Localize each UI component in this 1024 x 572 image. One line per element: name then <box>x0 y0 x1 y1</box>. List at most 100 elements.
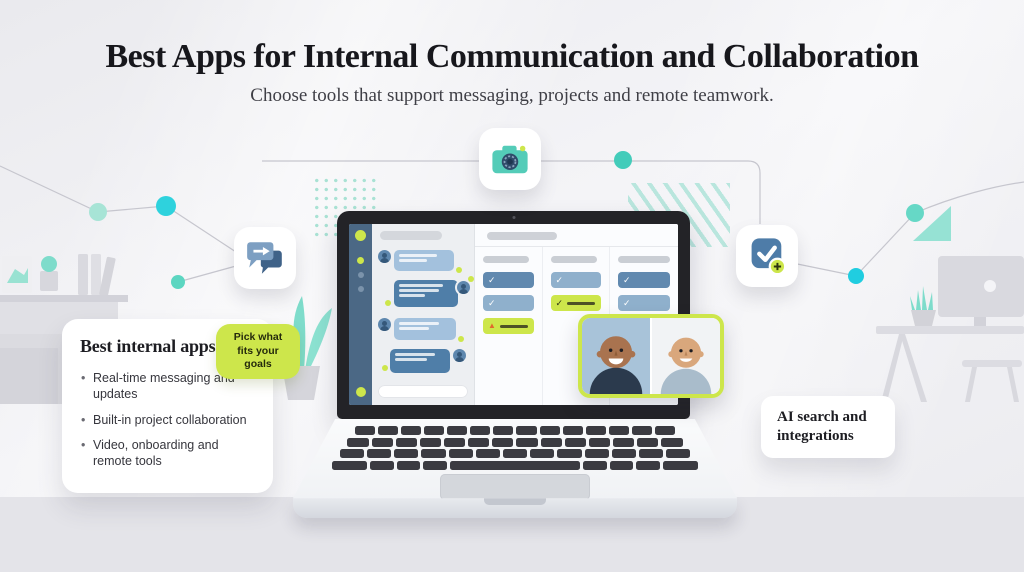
keyboard <box>293 419 737 470</box>
key <box>419 437 442 447</box>
key <box>395 437 417 447</box>
key <box>370 460 394 470</box>
avatar-person-1 <box>589 336 643 394</box>
task-text-placeholder <box>567 301 596 305</box>
status-dot <box>456 267 462 273</box>
key <box>585 426 606 435</box>
avatar-person-2 <box>660 337 712 394</box>
key <box>468 437 490 447</box>
avatar <box>378 250 391 263</box>
chat-header-placeholder <box>380 231 442 240</box>
message-bubble <box>394 280 458 307</box>
sidebar-item-dot <box>357 286 364 292</box>
key <box>530 449 555 458</box>
task-bar: ✓ <box>618 272 670 288</box>
sidebar-item-dot <box>357 272 364 278</box>
key <box>608 426 629 435</box>
camera-icon <box>492 145 528 174</box>
key <box>355 426 376 435</box>
key <box>366 449 392 458</box>
task-bar: ✓ <box>618 295 670 311</box>
node-dot <box>171 275 185 289</box>
sidebar-active-dot <box>357 257 364 264</box>
avatar <box>378 318 391 331</box>
page-title: Best Apps for Internal Communication and… <box>105 38 919 75</box>
key <box>347 437 369 447</box>
key <box>470 426 491 435</box>
webcam-dot <box>512 216 515 219</box>
status-dot <box>468 276 474 282</box>
key <box>502 449 528 458</box>
check-glyph: ✓ <box>488 297 496 308</box>
key <box>584 449 609 458</box>
check-glyph: ✓ <box>623 297 631 308</box>
ai-search-card: AI search and integrations <box>761 396 895 458</box>
message-bubble <box>394 318 456 340</box>
message-bubble <box>390 349 450 373</box>
node-dot <box>89 203 107 221</box>
key <box>492 437 514 447</box>
key <box>447 426 468 435</box>
chat-icon-card <box>234 227 296 289</box>
key <box>493 426 514 435</box>
list-item: Built-in project collaboration <box>80 412 255 429</box>
video-tile <box>652 318 720 394</box>
key <box>636 460 660 470</box>
key <box>582 460 607 470</box>
key <box>448 449 473 458</box>
node-dot <box>906 204 924 222</box>
board-title-placeholder <box>487 232 557 240</box>
key <box>539 426 560 435</box>
keyboard-row <box>339 449 691 458</box>
key <box>639 449 664 458</box>
chat-message <box>378 318 468 342</box>
avatar <box>457 281 470 294</box>
key <box>339 449 364 458</box>
video-call-overlay <box>578 314 724 398</box>
key <box>637 437 659 447</box>
key <box>475 449 500 458</box>
status-dot <box>382 365 388 371</box>
avatar <box>453 349 466 362</box>
check-glyph: ✓ <box>488 274 496 285</box>
task-bar-done: ✓ <box>550 295 601 311</box>
key <box>562 426 583 435</box>
task-bar: ✓ <box>550 272 601 288</box>
task-bar: ✓ <box>483 272 534 288</box>
key <box>516 437 538 447</box>
video-tile <box>582 318 650 394</box>
key <box>378 426 399 435</box>
page-subtitle: Choose tools that support messaging, pro… <box>250 85 774 106</box>
key <box>421 449 446 458</box>
key <box>394 449 419 458</box>
chat-message <box>385 276 474 307</box>
camera-icon-card <box>479 128 541 190</box>
app-sidebar <box>349 224 372 405</box>
kanban-column: ✓ ✓ ▲ <box>475 247 542 405</box>
desk-plant <box>910 286 936 326</box>
task-text-placeholder <box>499 324 528 328</box>
task-bar-alert: ▲ <box>483 318 534 334</box>
status-dot <box>458 336 464 342</box>
warning-icon: ▲ <box>488 321 496 330</box>
keyboard-row <box>331 460 699 470</box>
key <box>424 426 445 435</box>
check-glyph: ✓ <box>555 274 564 285</box>
key <box>557 449 582 458</box>
chat-message <box>382 349 468 373</box>
column-title-placeholder <box>618 256 670 263</box>
sidebar-avatar-dot <box>355 230 366 241</box>
laptop-notch <box>484 498 546 506</box>
column-title-placeholder <box>483 256 529 263</box>
message-bubble <box>394 250 454 271</box>
key <box>371 437 393 447</box>
key <box>444 437 466 447</box>
key <box>662 460 699 470</box>
check-icon-card <box>736 225 798 287</box>
node-dot <box>848 268 864 284</box>
check-glyph: ✓ <box>555 297 564 308</box>
key <box>631 426 652 435</box>
chat-input-placeholder <box>378 385 468 398</box>
status-dot <box>385 300 391 306</box>
